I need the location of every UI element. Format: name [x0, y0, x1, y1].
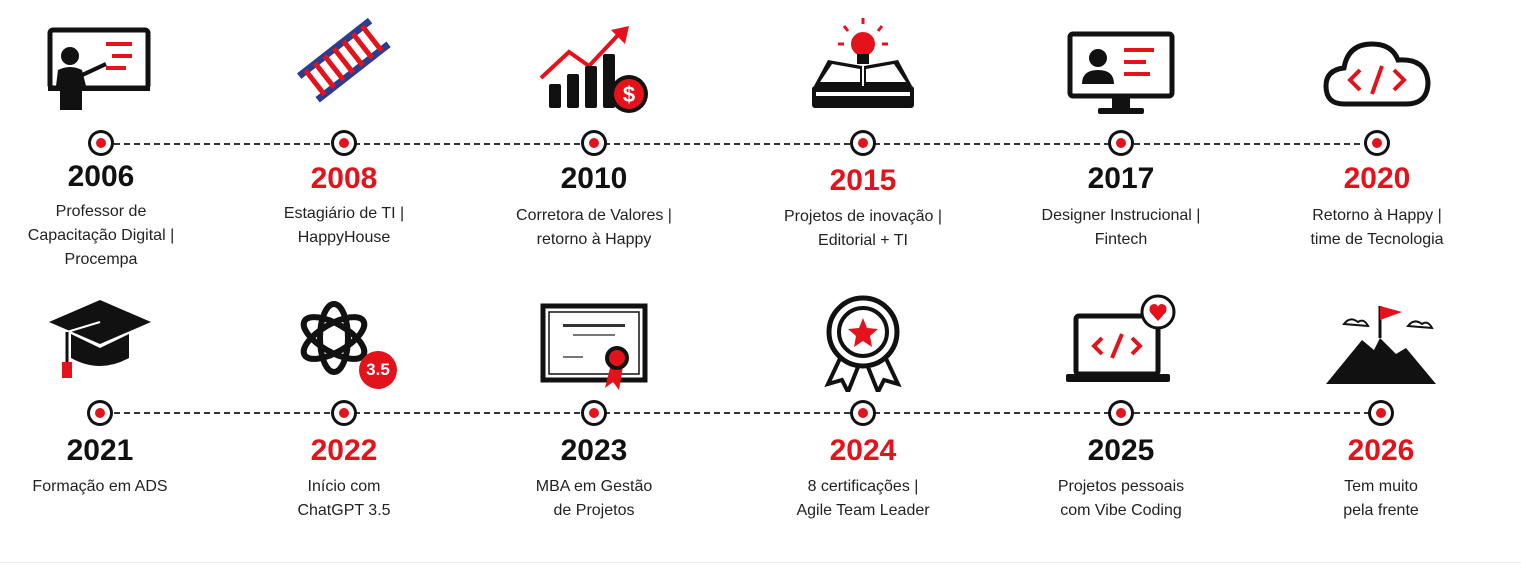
timeline-node: [87, 400, 113, 426]
milestone-description: Tem muito pela frente: [1343, 478, 1419, 519]
svg-text:$: $: [623, 82, 635, 107]
timeline-node: [1364, 130, 1390, 156]
version-badge: 3.5: [366, 360, 390, 379]
milestone-description: Retorno à Happy | time de Tecnologia: [1310, 207, 1444, 248]
year-label: 2025: [1087, 434, 1155, 467]
year-label: 2008: [310, 162, 378, 195]
milestone-description: 8 certificações | Agile Team Leader: [796, 478, 930, 519]
timeline-node: [581, 130, 607, 156]
growth-chart-icon: $: [537, 22, 651, 121]
milestone-description: Formação em ADS: [32, 478, 168, 495]
timeline-node: [850, 130, 876, 156]
presenter-icon: [46, 26, 156, 117]
ladder-icon: [292, 14, 396, 115]
timeline-connector-row-2: [114, 412, 1380, 414]
timeline-node: [88, 130, 114, 156]
milestone-description: MBA em Gestão de Projetos: [535, 478, 653, 519]
milestone-description: Projetos pessoais com Vibe Coding: [1057, 478, 1185, 519]
timeline-node: [1368, 400, 1394, 426]
laptop-heart-code-icon: [1062, 290, 1180, 395]
cloud-code-icon: [1322, 34, 1432, 115]
award-badge-icon: [818, 292, 908, 397]
year-label: 2006: [67, 160, 135, 193]
milestone-description: Projetos de inovação | Editorial + TI: [783, 208, 943, 249]
milestone-description: Estagiário de TI | HappyHouse: [283, 205, 405, 246]
year-label: 2010: [560, 162, 628, 195]
year-label: 2020: [1343, 162, 1411, 195]
milestone-description: Professor de Capacitação Digital | Proce…: [27, 203, 175, 268]
timeline-node: [581, 400, 607, 426]
timeline-node: [850, 400, 876, 426]
year-label: 2021: [66, 434, 134, 467]
certificate-icon: [539, 302, 649, 397]
milestone-description: Corretora de Valores | retorno à Happy: [516, 207, 672, 248]
year-label: 2022: [310, 434, 378, 467]
timeline-node: [331, 130, 357, 156]
graduation-cap-icon: [45, 294, 155, 389]
year-label: 2015: [829, 164, 897, 197]
timeline-node: [1108, 130, 1134, 156]
book-lightbulb-icon: [808, 14, 918, 119]
milestone-description: Início com ChatGPT 3.5: [297, 478, 391, 519]
year-label: 2024: [829, 434, 897, 467]
chatgpt-icon: 3.5: [286, 298, 402, 397]
year-label: 2017: [1087, 162, 1155, 195]
year-label: 2023: [560, 434, 628, 467]
timeline-connector-row-1: [114, 143, 1380, 145]
year-label: 2026: [1347, 434, 1415, 467]
monitor-profile-icon: [1066, 30, 1176, 121]
bottom-divider: [0, 562, 1521, 563]
timeline-node: [1108, 400, 1134, 426]
milestone-description: Designer Instrucional | Fintech: [1041, 207, 1201, 248]
timeline-node: [331, 400, 357, 426]
mountain-flag-icon: [1322, 294, 1440, 395]
